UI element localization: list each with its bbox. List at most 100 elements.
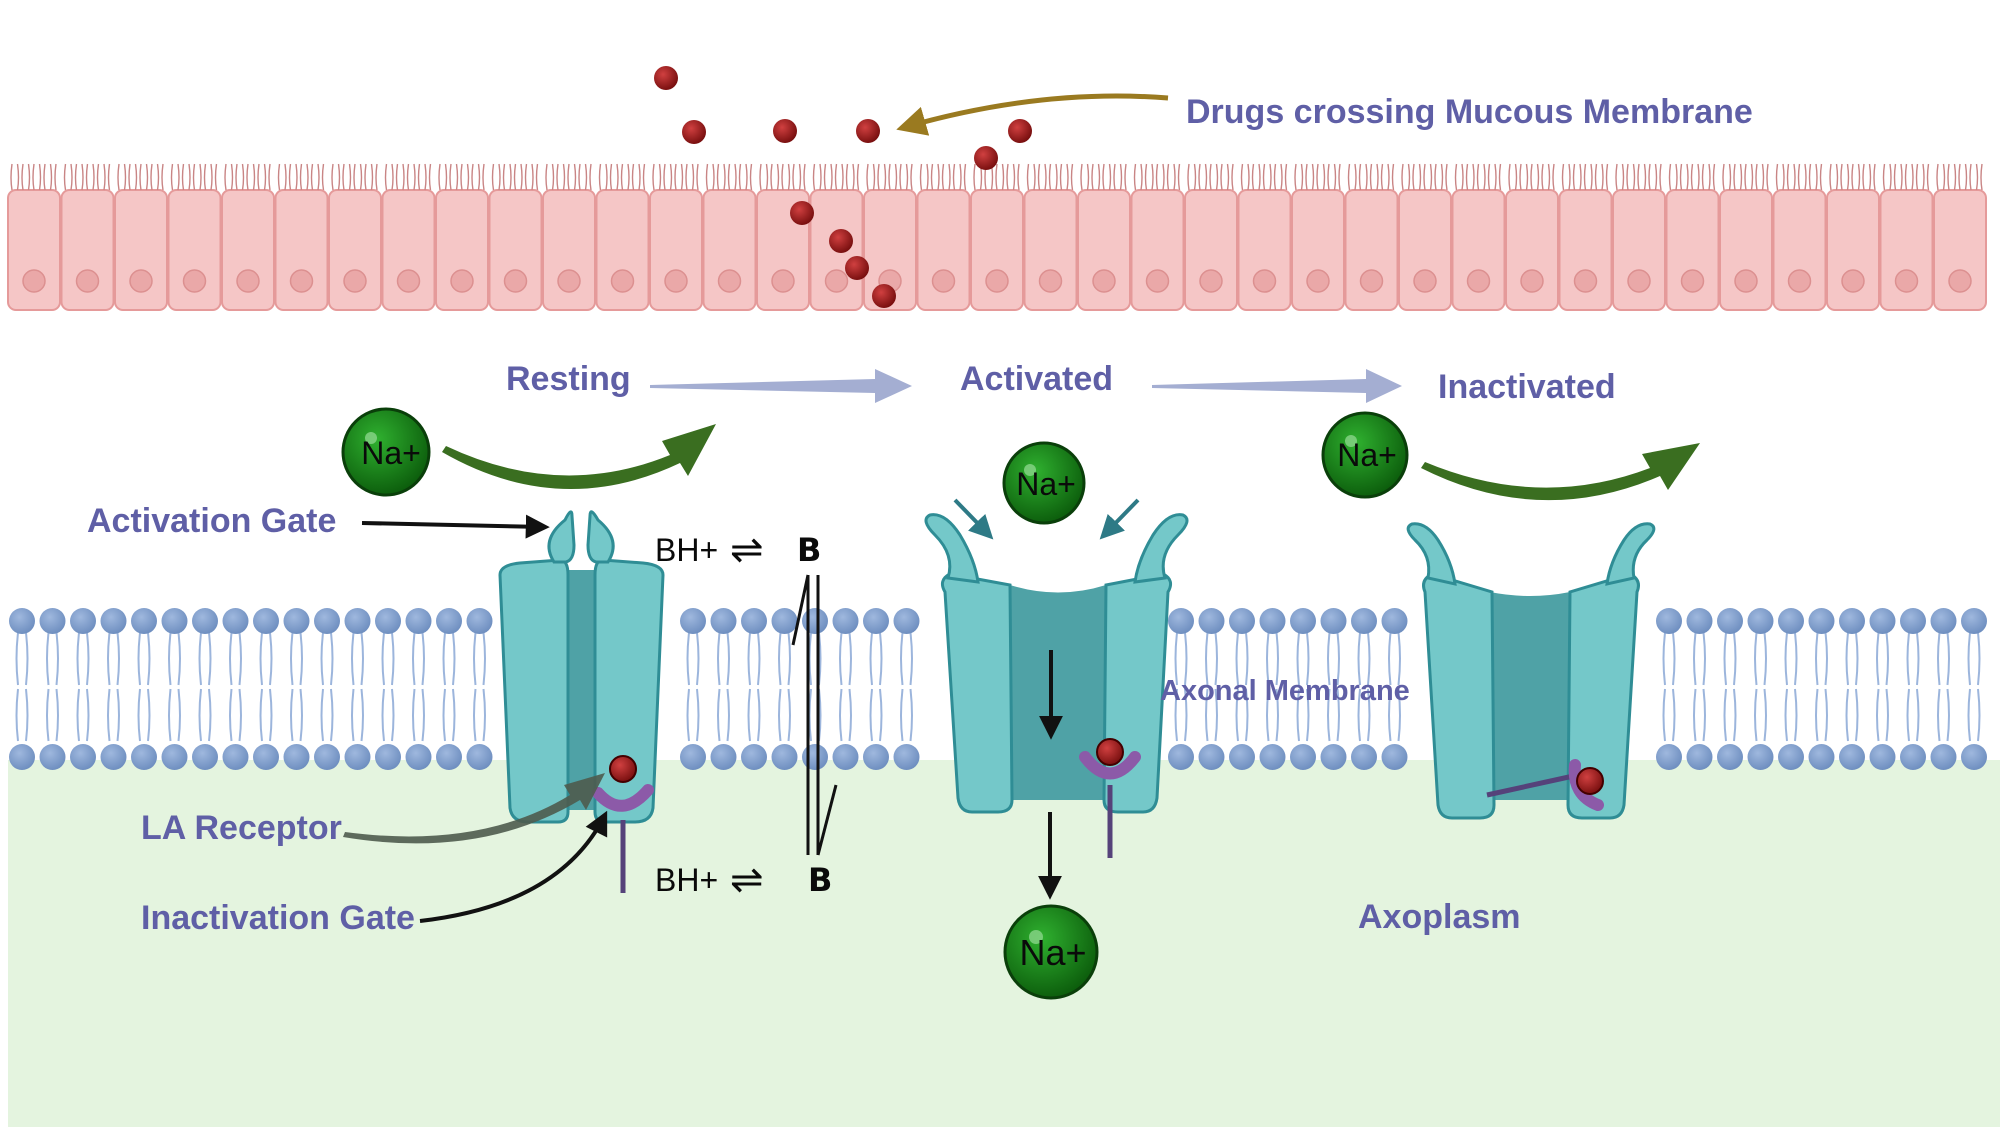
drug-molecules [654, 66, 1032, 308]
phospholipid [710, 608, 737, 770]
phospholipid [1198, 608, 1225, 770]
drug-molecule [829, 229, 853, 253]
axonal-membrane-label: Axonal Membrane [1160, 675, 1410, 707]
sodium-influx-arrow-resting [442, 424, 716, 489]
epithelial-cell [1558, 163, 1613, 311]
phospholipid [466, 608, 493, 770]
epithelial-cell [381, 163, 436, 311]
inactivation-gate-label: Inactivation Gate [141, 899, 415, 937]
equilibrium-top-base: B [797, 531, 821, 569]
sodium-ion-axoplasm: Na+ [1003, 904, 1099, 1000]
phospholipid [1351, 608, 1377, 770]
activation-gate-pointer [361, 514, 550, 539]
phospholipid [70, 608, 96, 770]
epithelial-cell [702, 163, 757, 311]
sodium-ion-resting: Na+ [341, 407, 431, 497]
drug-molecule [872, 284, 896, 308]
phospholipid [405, 608, 432, 770]
equilibrium-top-symbol: ⇌ [730, 528, 764, 572]
la-receptor-inactivated [1568, 759, 1604, 811]
la-receptor-resting [592, 784, 654, 812]
equilibrium-top-protonated: BH+ [655, 532, 718, 568]
equilibrium-bottom-symbol: ⇌ [730, 858, 764, 902]
phospholipid [1381, 608, 1408, 770]
epithelial-cell [1772, 163, 1827, 311]
phospholipid [1259, 608, 1286, 770]
drug-molecule [790, 201, 814, 225]
phospholipid [1900, 608, 1926, 770]
drug-molecule [856, 119, 880, 143]
epithelial-cell [649, 163, 703, 311]
phospholipid [863, 608, 889, 770]
phospholipid [39, 608, 66, 770]
inactivation-gate-inactivated [1486, 772, 1579, 798]
phospholipid [131, 608, 157, 770]
sodium-channel-activated [924, 513, 1189, 858]
la-receptor-activated [1079, 751, 1141, 780]
sodium-channel-inactivated [1406, 522, 1656, 820]
epithelial-cell [221, 163, 275, 311]
epithelial-cell [1184, 163, 1238, 311]
epithelial-cell [1344, 163, 1399, 311]
phospholipid [1168, 608, 1194, 770]
drugs-crossing-label: Drugs crossing Mucous Membrane [1186, 93, 1753, 131]
drug-molecule [682, 120, 706, 144]
drugs-crossing-arrow [896, 93, 1169, 136]
epithelial-cell [1879, 163, 1934, 311]
epithelial-cell [274, 163, 329, 311]
phospholipid [1717, 608, 1743, 770]
phospholipid [9, 608, 35, 770]
axoplasm-label: Axoplasm [1358, 898, 1521, 936]
phospholipid [192, 608, 218, 770]
equilibrium-bottom-protonated: BH+ [655, 862, 718, 898]
phospholipid [283, 608, 310, 770]
phospholipid [1961, 608, 1987, 770]
phospholipid [1930, 608, 1957, 770]
phospholipid [1320, 608, 1347, 770]
sodium-ion-activated-outside: Na+ [1002, 441, 1086, 525]
drug-molecule [1096, 738, 1124, 766]
activated-to-inactivated-arrow [1152, 369, 1402, 403]
inactivation-gate-pointer [419, 810, 608, 923]
epithelial-cell [1130, 163, 1185, 311]
la-receptor-label: LA Receptor [141, 809, 342, 847]
phospholipid [222, 608, 249, 770]
epithelial-cell [167, 163, 222, 311]
phospholipid [375, 608, 401, 770]
axonal-membrane-bilayer [9, 608, 1987, 770]
phospholipid [1686, 608, 1713, 770]
epithelial-cell [1505, 163, 1559, 311]
phospholipid [1778, 608, 1804, 770]
state-label-resting: Resting [506, 360, 631, 398]
phospholipid [1869, 608, 1896, 770]
epithelial-cell [916, 163, 971, 311]
phospholipid [832, 608, 859, 770]
epithelial-cell [114, 163, 168, 311]
phospholipid [1747, 608, 1774, 770]
resting-to-activated-arrow [650, 369, 912, 403]
phospholipid [436, 608, 462, 770]
epithelial-cell [328, 163, 382, 311]
epithelial-cell [542, 163, 596, 311]
sodium-ion-label: Na+ [361, 435, 421, 471]
epithelial-cell [595, 163, 650, 311]
epithelial-cell [1291, 163, 1345, 311]
epithelial-cell [60, 163, 115, 311]
drug-molecule [1576, 767, 1604, 795]
sodium-blocked-arrow-inactivated [1421, 443, 1700, 501]
epithelial-cell [1451, 163, 1506, 311]
state-label-inactivated: Inactivated [1438, 368, 1616, 406]
epithelial-cell [1665, 163, 1720, 311]
phospholipid [1229, 608, 1255, 770]
sodium-entry-arrow-left [953, 498, 994, 540]
phospholipid [1839, 608, 1865, 770]
epithelial-cell [1719, 163, 1773, 311]
drug-molecule [845, 256, 869, 280]
state-label-activated: Activated [960, 360, 1113, 398]
epithelial-cell [7, 163, 61, 311]
phospholipid [680, 608, 706, 770]
sodium-ion-label: Na+ [1019, 932, 1086, 973]
phospholipid [893, 608, 920, 770]
